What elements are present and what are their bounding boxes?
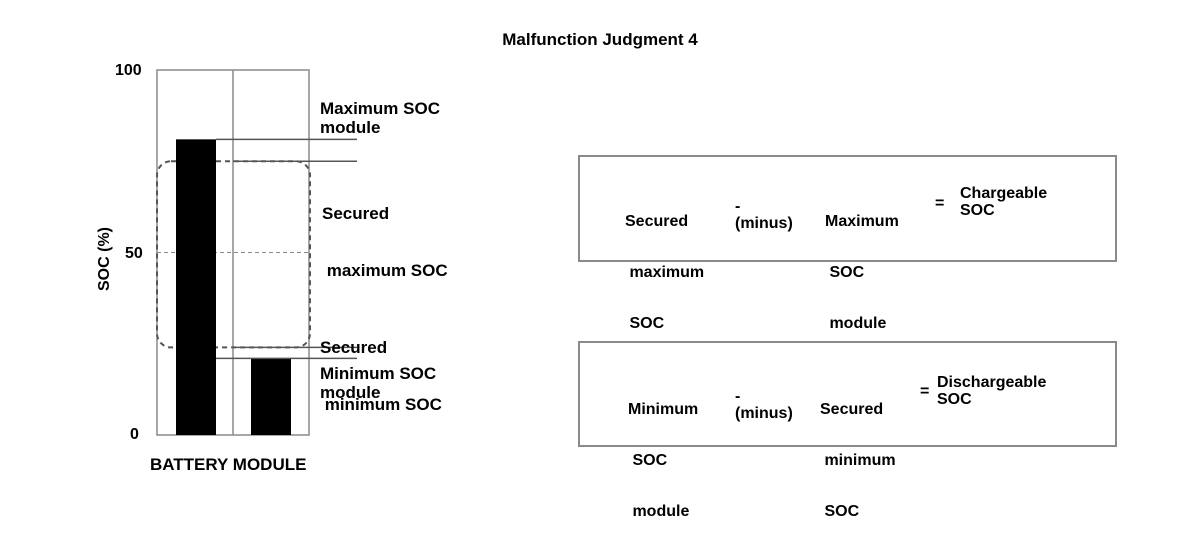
label-maximum-soc-module-line2: module <box>320 118 381 137</box>
diagram-title: Malfunction Judgment 4 <box>502 30 698 49</box>
soc-chart <box>156 69 357 436</box>
eq1-result: Chargeable SOC <box>960 185 1047 219</box>
label-maximum-soc-module: Maximum SOC module <box>320 99 440 137</box>
eq1-result-line2: SOC <box>960 202 995 219</box>
label-secured-minimum-soc: Secured minimum SOC <box>320 300 442 433</box>
eq1-left-term: Secured maximum SOC <box>625 179 704 366</box>
eq1-left-line1: Secured <box>625 213 689 230</box>
eq1-result-line1: Chargeable <box>960 185 1048 202</box>
eq2-operator: - (minus) <box>735 388 793 422</box>
eq2-right-line2: minimum <box>820 452 896 469</box>
eq2-equals: = <box>920 383 930 400</box>
eq1-left-line2: maximum <box>625 264 705 281</box>
y-tick-100: 100 <box>115 62 142 79</box>
eq2-left-line2: SOC <box>628 452 668 469</box>
eq2-right-term: Secured minimum SOC <box>820 367 896 554</box>
eq2-result-line1: Dischargeable <box>937 374 1047 391</box>
y-tick-0: 0 <box>130 426 139 443</box>
bar-maximum-soc-module <box>176 139 216 435</box>
eq2-left-term: Minimum SOC module <box>628 367 698 554</box>
eq2-right-line3: SOC <box>820 503 860 520</box>
eq1-left-line3: SOC <box>625 315 665 332</box>
eq1-right-line3: module <box>825 315 887 332</box>
label-secured-maximum-soc-line1: Secured <box>322 204 390 223</box>
eq1-equals: = <box>935 195 945 212</box>
eq1-right-line1: Maximum <box>825 213 899 230</box>
eq1-right-term: Maximum SOC module <box>825 179 899 366</box>
equation-box-chargeable: Secured maximum SOC - (minus) Maximum SO… <box>578 155 1117 332</box>
eq2-left-line3: module <box>628 503 690 520</box>
eq2-right-line1: Secured <box>820 401 884 418</box>
label-secured-maximum-soc-line2: maximum SOC <box>322 261 448 280</box>
label-minimum-soc-module: Minimum SOC module <box>320 364 436 402</box>
eq2-result: Dischargeable SOC <box>937 374 1046 408</box>
label-maximum-soc-module-line1: Maximum SOC <box>320 99 440 118</box>
label-minimum-soc-module-line2: module <box>320 383 381 402</box>
eq2-minus-sign: - <box>735 388 741 405</box>
eq1-right-line2: SOC <box>825 264 865 281</box>
eq2-result-line2: SOC <box>937 391 972 408</box>
label-secured-minimum-soc-line1: Secured <box>320 338 388 357</box>
label-secured-maximum-soc: Secured maximum SOC <box>322 166 448 299</box>
eq1-minus-word: (minus) <box>735 215 793 232</box>
eq2-left-line1: Minimum <box>628 401 699 418</box>
eq2-minus-word: (minus) <box>735 405 793 422</box>
label-secured-minimum-soc-line2: minimum SOC <box>320 395 442 414</box>
x-axis-label: BATTERY MODULE <box>150 455 307 474</box>
equation-box-dischargeable: Minimum SOC module - (minus) Secured min… <box>578 341 1117 520</box>
eq1-operator: - (minus) <box>735 198 793 232</box>
bar-minimum-soc-module <box>251 358 291 435</box>
eq1-minus-sign: - <box>735 198 741 215</box>
y-tick-50: 50 <box>125 245 143 262</box>
label-minimum-soc-module-line1: Minimum SOC <box>320 364 437 383</box>
